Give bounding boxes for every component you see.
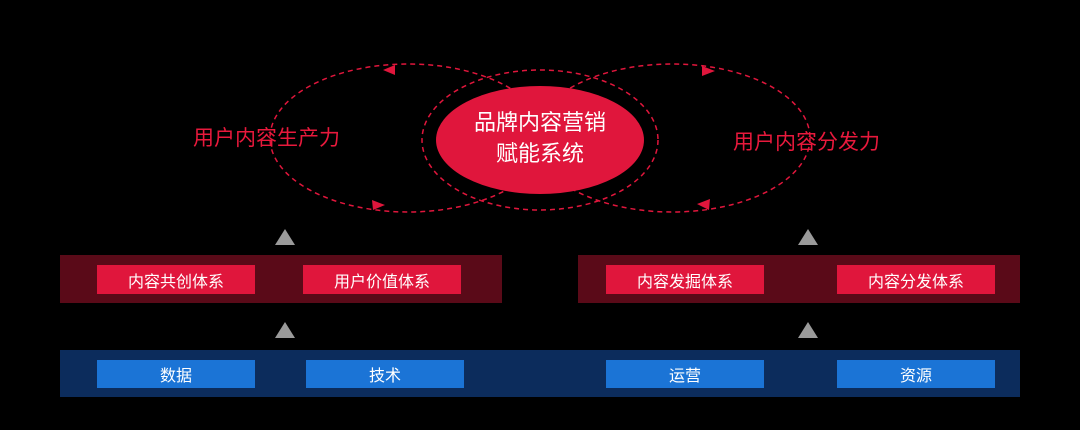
right-cycle-loop [533,63,811,213]
up-arrow-icon [798,229,818,245]
left-cycle-label: 用户内容生产力 [193,126,340,150]
middle-box-user-value: 用户价值体系 [303,265,461,294]
bottom-box-resources: 资源 [837,360,995,388]
up-arrow-icon [798,322,818,338]
bottom-box-data: 数据 [97,360,255,388]
core-title-line1: 品牌内容营销 [473,111,606,136]
left-loop-arrow-top [383,65,395,75]
core-ellipse [436,86,644,194]
bottom-box-technology: 技术 [306,360,464,388]
core-outer-ring [421,69,659,211]
up-arrow-icon [275,229,295,245]
middle-box-content-discovery: 内容发掘体系 [606,265,764,294]
right-loop-arrow-top [702,66,715,76]
bottom-box-operations: 运营 [606,360,764,388]
right-cycle-label: 用户内容分发力 [733,130,880,154]
left-loop-arrow-bottom [372,200,385,210]
middle-box-content-distribution: 内容分发体系 [837,265,995,294]
middle-box-content-cocreation: 内容共创体系 [97,265,255,294]
core-title: 品牌内容营销 赋能系统 [420,108,660,170]
right-loop-arrow-bottom [697,199,710,210]
core-title-line2: 赋能系统 [495,142,584,167]
up-arrow-icon [275,322,295,338]
